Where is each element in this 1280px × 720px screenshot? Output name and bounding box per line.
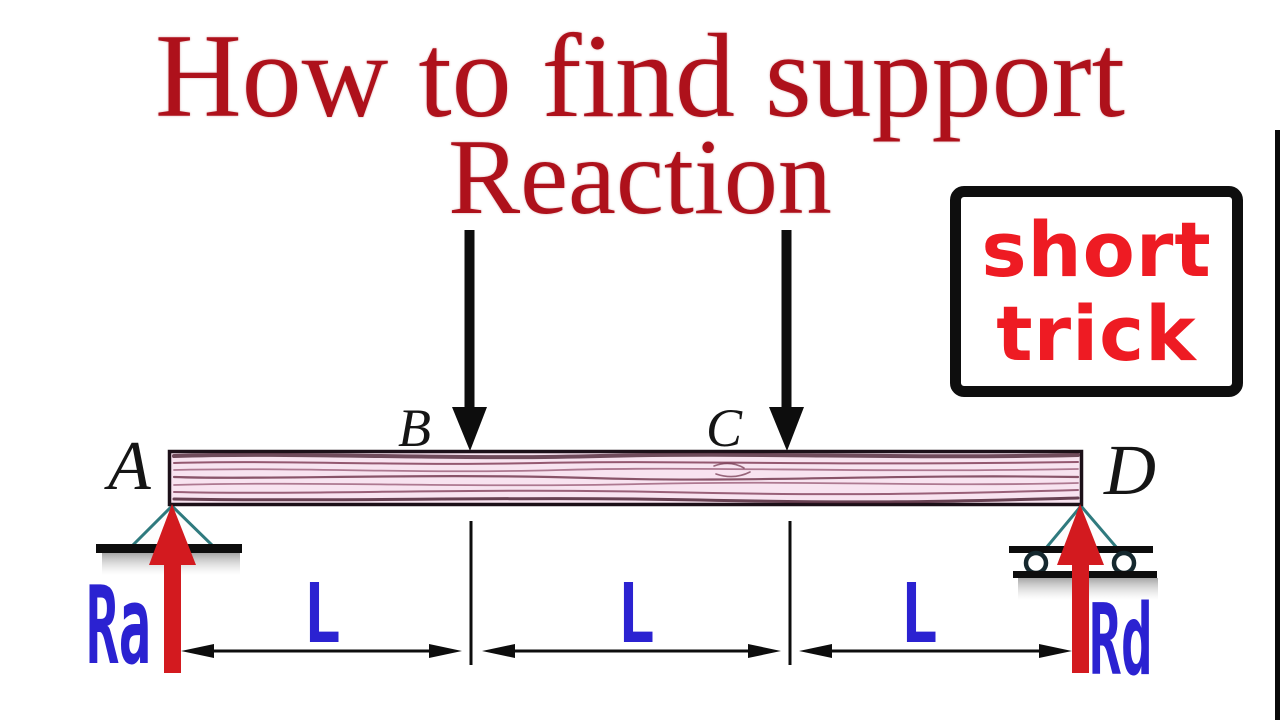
title-line-2: Reaction <box>448 118 832 237</box>
short-trick-badge: short trick <box>950 186 1243 397</box>
roller-wheel-right <box>1111 550 1137 576</box>
load-arrow-b <box>452 230 487 451</box>
dimension-line-span3 <box>799 644 1072 658</box>
reaction-arrow-rd <box>1057 504 1104 673</box>
beam-grain <box>172 452 1080 504</box>
dimension-line-span1 <box>181 644 462 658</box>
dimension-line-span2 <box>482 644 781 658</box>
label-support-d: D <box>1104 430 1156 510</box>
label-span3-text: L <box>900 567 939 662</box>
beam <box>167 449 1084 507</box>
label-support-a: A <box>108 428 151 505</box>
label-reaction-ra-text: Ra <box>86 564 152 689</box>
label-span3-length: L <box>900 574 949 656</box>
label-load-b: B <box>398 398 431 458</box>
badge-line-1: short <box>981 204 1212 294</box>
label-span2-length: L <box>617 574 666 656</box>
right-edge-strip <box>1275 130 1280 720</box>
label-span2-text: L <box>617 567 656 662</box>
label-reaction-ra: Ra <box>86 573 216 681</box>
load-arrow-c <box>769 230 804 451</box>
label-reaction-rd: Rd <box>1089 592 1207 690</box>
reaction-arrow-ra <box>149 504 196 673</box>
label-span1-text: L <box>303 567 342 662</box>
badge-line-2: trick <box>996 288 1197 378</box>
roller-wheel-left <box>1023 550 1049 576</box>
page-title: How to find support Reaction <box>0 9 1280 237</box>
label-load-c: C <box>706 398 743 458</box>
label-span1-length: L <box>303 574 352 656</box>
label-reaction-rd-text: Rd <box>1089 584 1153 698</box>
title-line-1: How to find support <box>155 9 1125 142</box>
